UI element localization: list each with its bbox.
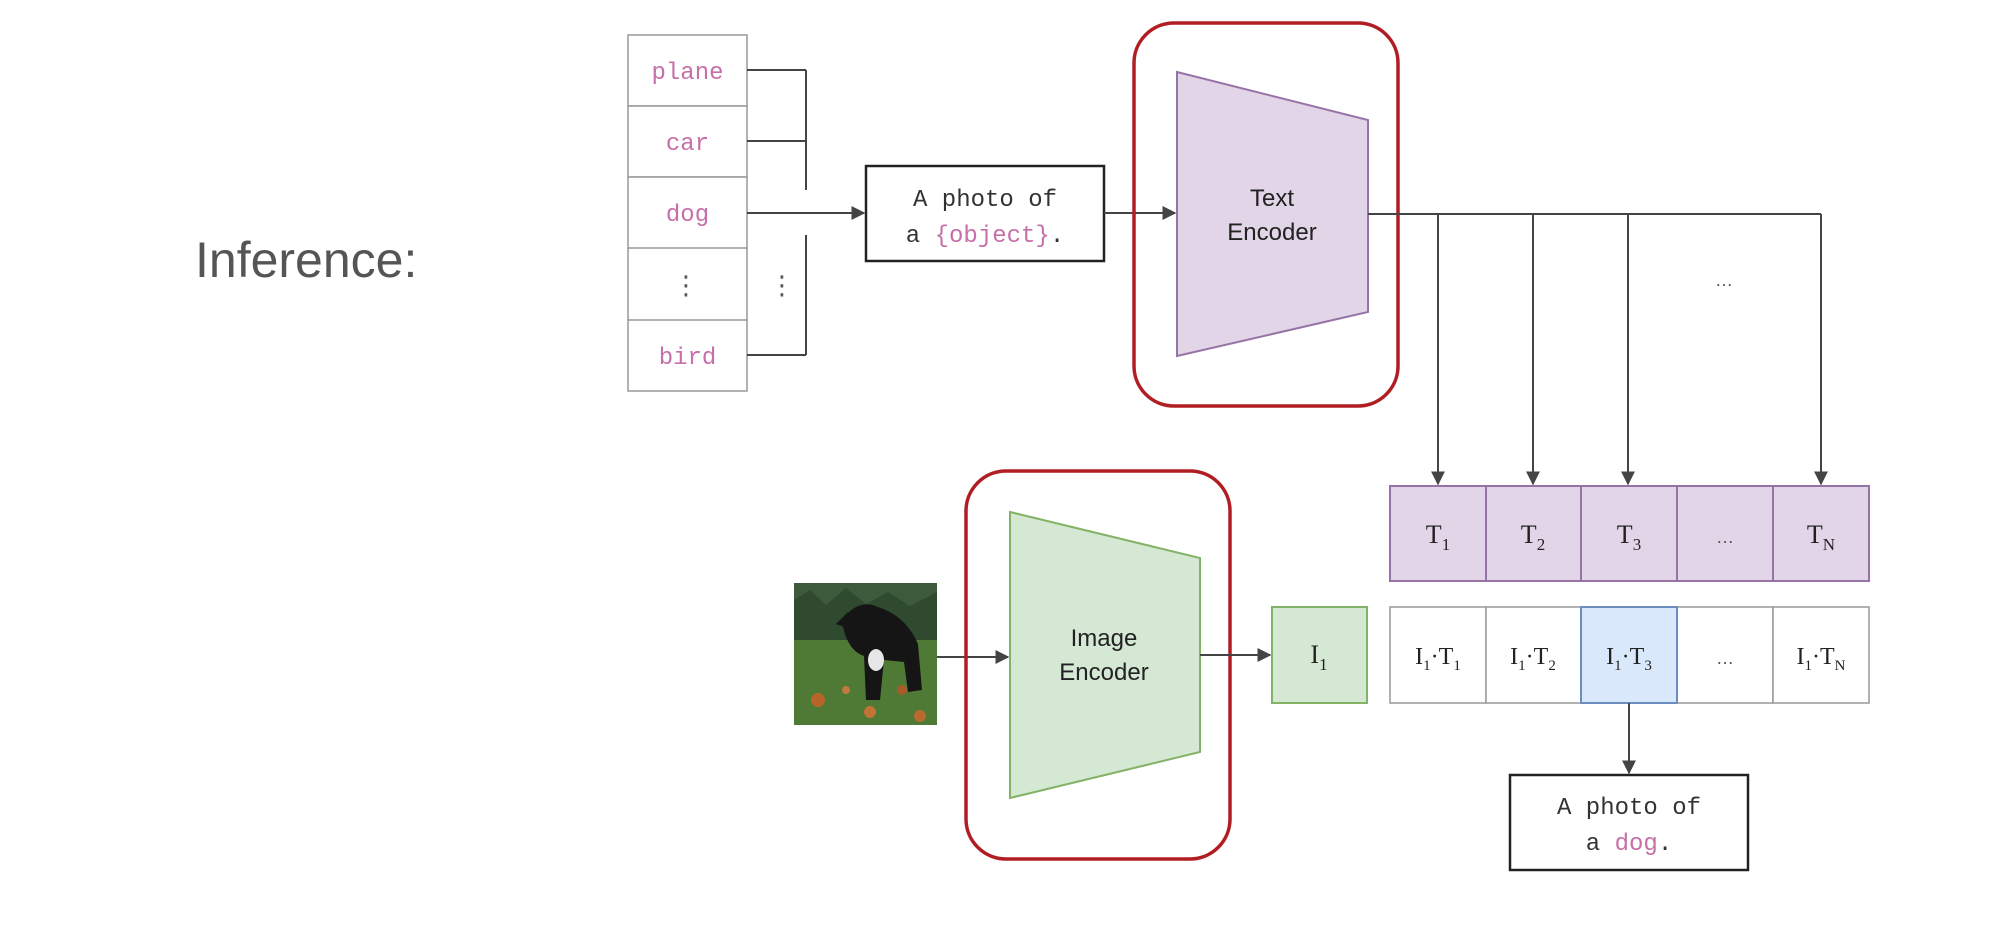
prompt-prefix: a <box>906 223 935 250</box>
label-box: dog <box>627 176 748 249</box>
image-encoder <box>1009 510 1201 800</box>
similarity-i1-tn: I1·TN <box>1796 644 1845 674</box>
label-text: car <box>666 131 709 158</box>
image-encoder-label-line2: Encoder <box>1059 659 1148 686</box>
ellipsis-icon: … <box>1715 270 1733 290</box>
text-embedding-t2: T2 <box>1521 520 1545 554</box>
label-text: dog <box>666 202 709 229</box>
ellipsis-vertical-icon: ⋮ <box>673 270 699 300</box>
label-text: plane <box>651 60 723 87</box>
text-embedding-tn: TN <box>1807 520 1835 554</box>
prompt-suffix: . <box>1050 223 1064 250</box>
similarity-i1-t2: I1·T2 <box>1510 644 1556 674</box>
label-box: bird <box>627 319 748 392</box>
image-encoder-label-line1: Image <box>1071 625 1138 652</box>
text-encoder-label-line1: Text <box>1250 185 1294 212</box>
label-box: plane <box>627 34 748 107</box>
similarity-row: I1·T1 I1·T2 I1·T3 … I1·TN <box>1389 606 1870 704</box>
prompt-template-box: A photo of a {object}. <box>864 164 1106 263</box>
class-label-list: plane car dog ⋮ bird <box>627 34 748 392</box>
prediction-prefix: a <box>1586 831 1615 858</box>
prediction-class: dog <box>1615 831 1658 858</box>
prediction-line2: a dog. <box>1586 831 1672 858</box>
similarity-i1-t3: I1·T3 <box>1606 644 1652 674</box>
text-encoder <box>1176 70 1369 358</box>
label-box: car <box>627 105 748 178</box>
text-embedding-t1: T1 <box>1426 520 1450 554</box>
highlighted-similarity-cell <box>1580 606 1678 704</box>
text-embedding-connectors <box>1368 213 1828 486</box>
ellipsis-vertical-icon: ⋮ <box>769 270 795 300</box>
prompt-template-line2: a {object}. <box>906 223 1064 250</box>
similarity-i1-t1: I1·T1 <box>1415 644 1461 674</box>
similarity-ellipsis: … <box>1716 648 1734 668</box>
label-text: bird <box>659 345 717 372</box>
image-embedding-box <box>1271 606 1368 704</box>
image-encoder-focus-outline <box>964 469 1232 861</box>
prompt-template-line1: A photo of <box>913 187 1057 214</box>
image-embedding-i1: I1 <box>1310 640 1327 674</box>
text-encoder-label-line2: Encoder <box>1227 219 1316 246</box>
prediction-box: A photo of a dog. <box>1508 773 1750 872</box>
inference-heading: Inference: <box>195 232 417 288</box>
prediction-line1: A photo of <box>1557 795 1701 822</box>
prompt-placeholder: {object} <box>935 223 1050 250</box>
input-dog-photo <box>794 583 937 725</box>
text-embedding-row: T1 T2 T3 … TN <box>1389 485 1870 582</box>
label-connectors <box>747 69 866 356</box>
text-embedding-t3: T3 <box>1617 520 1641 554</box>
text-embedding-ellipsis: … <box>1716 527 1734 547</box>
prediction-suffix: . <box>1658 831 1672 858</box>
